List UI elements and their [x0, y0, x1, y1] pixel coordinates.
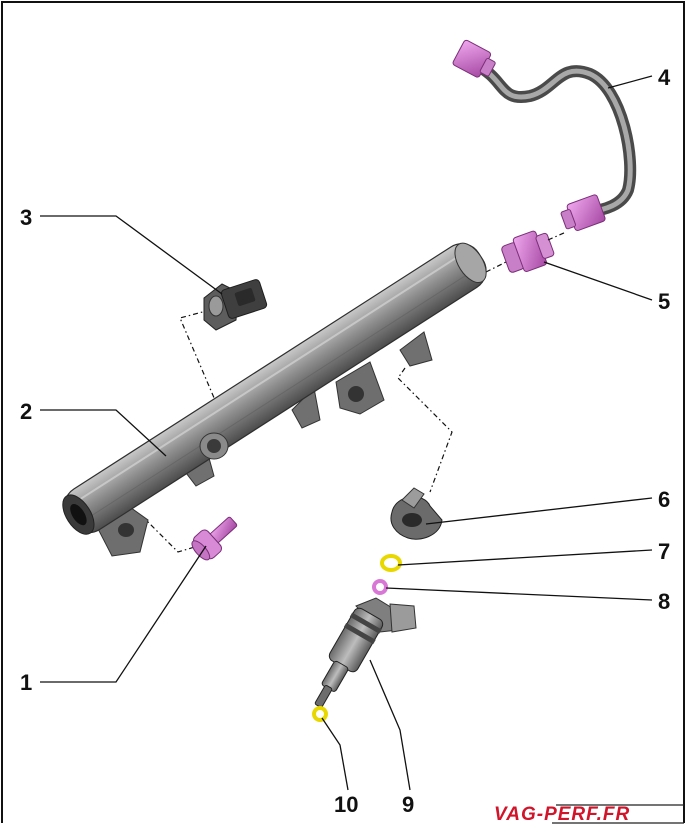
svg-text:VAG-PERF.FR: VAG-PERF.FR [494, 804, 630, 825]
callout-10: 10 [334, 792, 358, 817]
callout-1: 1 [20, 670, 32, 695]
watermark-logo: VAG-PERF.FR [494, 804, 684, 825]
combustion-seal [312, 706, 328, 722]
callout-3: 3 [20, 205, 32, 230]
callout-9: 9 [402, 792, 414, 817]
callout-6: 6 [658, 487, 670, 512]
callout-7: 7 [658, 539, 670, 564]
injector [314, 597, 417, 708]
union-fitting [501, 230, 555, 273]
assembly-guide-lines [141, 231, 567, 553]
callout-2: 2 [20, 399, 32, 424]
callout-5: 5 [658, 289, 670, 314]
callout-8: 8 [658, 589, 670, 614]
leader-lines [40, 75, 653, 791]
injector-retainer [390, 487, 443, 540]
bolt [191, 516, 238, 561]
seal-ring [372, 579, 388, 595]
o-ring [380, 554, 402, 572]
pressure-sensor [203, 279, 268, 331]
high-pressure-line [452, 39, 637, 231]
fuel-rail [62, 242, 487, 557]
callout-4: 4 [658, 65, 671, 90]
callout-numbers: 1 2 3 4 5 6 7 8 9 10 [20, 65, 671, 817]
